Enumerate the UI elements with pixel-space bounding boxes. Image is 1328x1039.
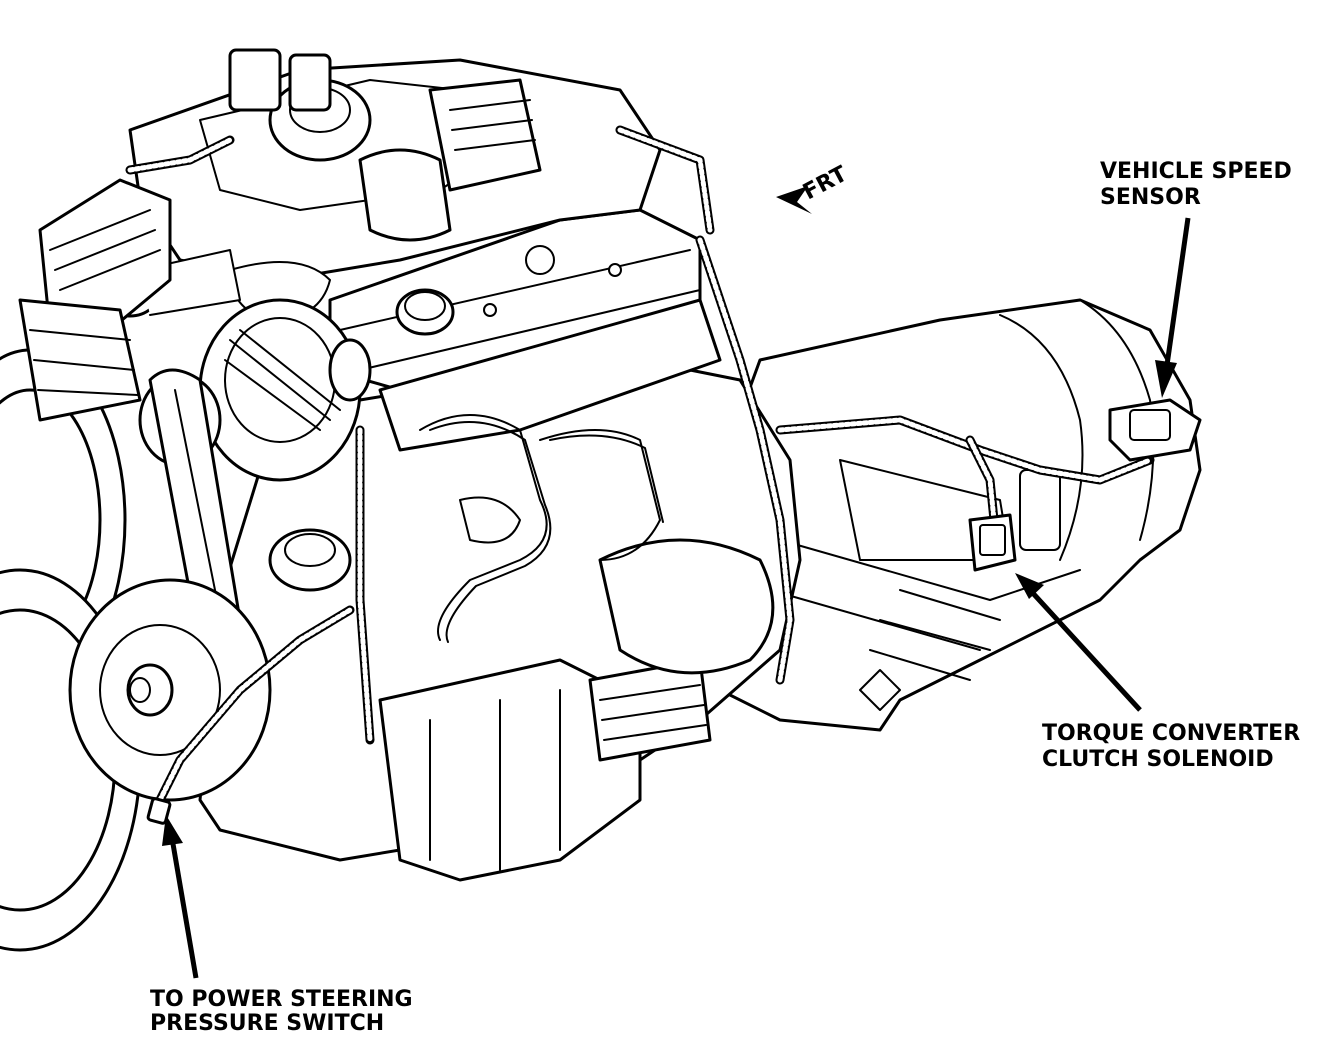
vss-label-line-2: SENSOR xyxy=(1100,185,1201,210)
accessory-belt xyxy=(68,368,352,802)
alternator xyxy=(198,298,372,482)
engine-block xyxy=(198,358,802,882)
tcc-label-line-1: TORQUE CONVERTER xyxy=(1042,721,1300,746)
transmission xyxy=(698,298,1202,732)
tcc-callout-arrow xyxy=(1015,573,1142,712)
vss-label-line-1: VEHICLE SPEED xyxy=(1100,159,1292,184)
vss-connector xyxy=(1108,398,1202,462)
valve-cover xyxy=(328,208,722,452)
front-direction-arrow-icon xyxy=(776,186,812,214)
ps-callout-arrow xyxy=(162,815,199,979)
exhaust-manifold xyxy=(18,178,172,422)
ps-label-line-1: TO POWER STEERING xyxy=(150,987,413,1012)
intake-manifold xyxy=(98,48,662,321)
tcc-solenoid-connector xyxy=(968,513,1017,572)
ps-switch-connector xyxy=(146,797,172,825)
ps-label-line-2: PRESSURE SWITCH xyxy=(150,1011,384,1034)
front-direction-label: FRT xyxy=(799,162,851,206)
front-direction-indicator: FRT xyxy=(776,162,851,214)
vss-callout-arrow xyxy=(1155,217,1191,398)
tcc-label-line-2: CLUTCH SOLENOID xyxy=(1042,747,1274,772)
fuel-lines xyxy=(419,414,664,643)
wiring-harness xyxy=(125,125,1155,805)
